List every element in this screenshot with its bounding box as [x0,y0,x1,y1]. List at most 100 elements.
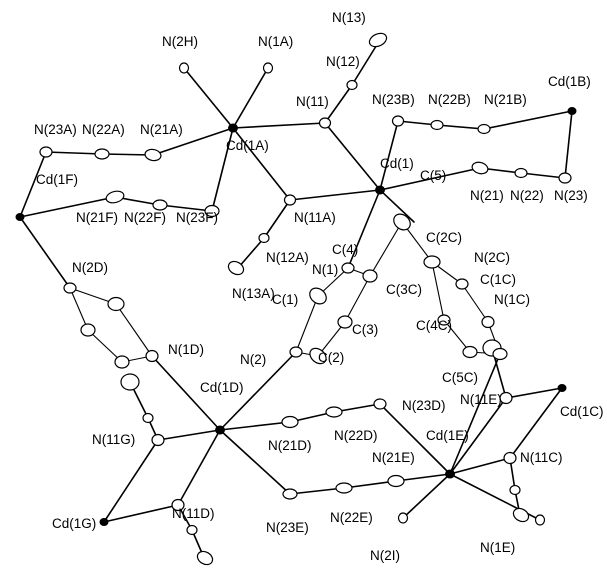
atom-c-left-2 [80,323,96,337]
atom-c3 [337,315,353,329]
atom-n13a [227,260,245,276]
bond-n22a-n23a [45,151,103,155]
label-c4: C(4) [332,242,358,257]
bond-c3c-c4c [443,319,471,353]
bond-ring-n1d [115,303,153,357]
atom-n11g [151,433,165,447]
atom-c-left-3 [114,355,130,369]
bond-cd1a-n11a [232,127,291,201]
label-n11a: N(11A) [294,210,336,225]
atom-n1e [534,514,546,526]
bond-cd1f-n2d [19,216,71,289]
bond-cd1d-n23e [219,429,291,495]
bond-cd1a-n23f [211,127,234,212]
label-n23d: N(23D) [402,398,446,413]
bond-cd1a-n21a [152,127,234,156]
bond-n11g-cd1g [103,439,159,523]
label-c3c: C(3C) [386,282,422,297]
atom-n21a [144,148,162,162]
atom-n22b [430,119,444,131]
label-cd1e: Cd(1E) [426,428,469,443]
label-n21a: N(21A) [140,122,183,137]
label-n21e: N(21E) [372,450,415,465]
label-n1e: N(1E) [480,540,515,555]
bond-cd1e-n2i [402,473,451,519]
labels: N(2H) N(1A) N(13) N(12) N(11) N(23B) N(2… [34,10,604,563]
bond-n23a-cd1f [19,151,47,218]
bond-cd1d-n21d [219,421,291,431]
atom-c2 [309,347,327,365]
bond-n12-n13 [351,42,379,86]
atom-c4c [462,345,478,359]
atom-n12c [509,484,521,496]
atom-n23d [373,398,387,410]
atom-n23a [39,146,53,158]
bond-cd1-n1 [347,189,381,269]
label-cd1c: Cd(1C) [560,404,604,419]
atom-n13c [512,507,530,523]
atom-n2h [178,62,190,74]
atom-n12d [186,524,198,536]
atom-n23e [282,488,298,500]
bond-n11-cd1 [324,122,381,191]
bond-cd1-n23b [379,120,399,191]
bond-n12a-n13a [237,237,265,269]
atom-cd1f [15,213,25,221]
bond-n11a-n12a [263,199,291,239]
label-cd1g: Cd(1G) [52,516,96,531]
atom-n1d [145,349,159,363]
atom-n13 [368,32,388,48]
bond-c3-c4 [344,275,371,323]
label-n21d: N(21D) [268,438,312,453]
bond-cd1a-n2h [183,67,234,129]
label-c4c: C(4C) [416,318,452,333]
label-n23e: N(23E) [266,520,309,535]
bond-cd1a-n1a [232,67,269,129]
label-c5: C(5) [420,168,446,183]
atom-c5c [492,347,508,361]
label-n23a: N(23A) [34,122,77,137]
bond-n11-n12 [324,84,353,124]
label-cd1f: Cd(1F) [36,172,78,187]
label-c2: C(2) [318,350,344,365]
atom-n22d [325,406,343,418]
atom-c-left-1 [107,296,125,312]
atom-n22a [94,148,110,160]
atom-n1a [262,62,274,74]
label-n22a: N(22A) [82,122,125,137]
bond-cd1e-n11e [449,397,507,475]
atom-n22 [514,167,528,179]
bond-cd1-c5-region [379,189,415,223]
label-c1c: C(1C) [480,272,516,287]
bond-n22b-n21b [436,124,485,130]
label-n2d: N(2D) [72,260,108,275]
atom-cd1b [567,107,577,115]
bond-n21e-cd1e [395,473,451,482]
atom-n12 [346,79,358,91]
label-n11g: N(11G) [92,432,135,447]
atom-n2c [455,278,469,290]
label-cd1a: Cd(1A) [226,138,269,153]
bond-n21b-cd1b [483,110,573,130]
label-n11d: N(11D) [172,506,215,521]
atom-c4 [362,269,378,283]
bond-n2-cd1d [219,351,297,431]
label-cd1: Cd(1) [380,156,414,171]
label-c1: C(1) [272,292,298,307]
label-n13: N(13) [332,10,366,25]
label-n1: N(1) [312,262,338,277]
bond-cd1g-n11d [103,504,179,523]
atom-n11a [283,194,297,206]
bond-n2d-ring2 [69,287,89,331]
bond-ring2-c [87,329,123,363]
atom-c3c [437,314,451,326]
bond-cd1a-n11 [232,122,326,129]
bond-c2-c3 [317,321,346,357]
atom-n12a [258,232,270,244]
atom-n13g [120,373,140,391]
label-n23: N(23) [554,188,588,203]
atom-n21f [105,190,125,204]
atom-cd1a [228,123,238,133]
atom-c2c [423,255,441,269]
